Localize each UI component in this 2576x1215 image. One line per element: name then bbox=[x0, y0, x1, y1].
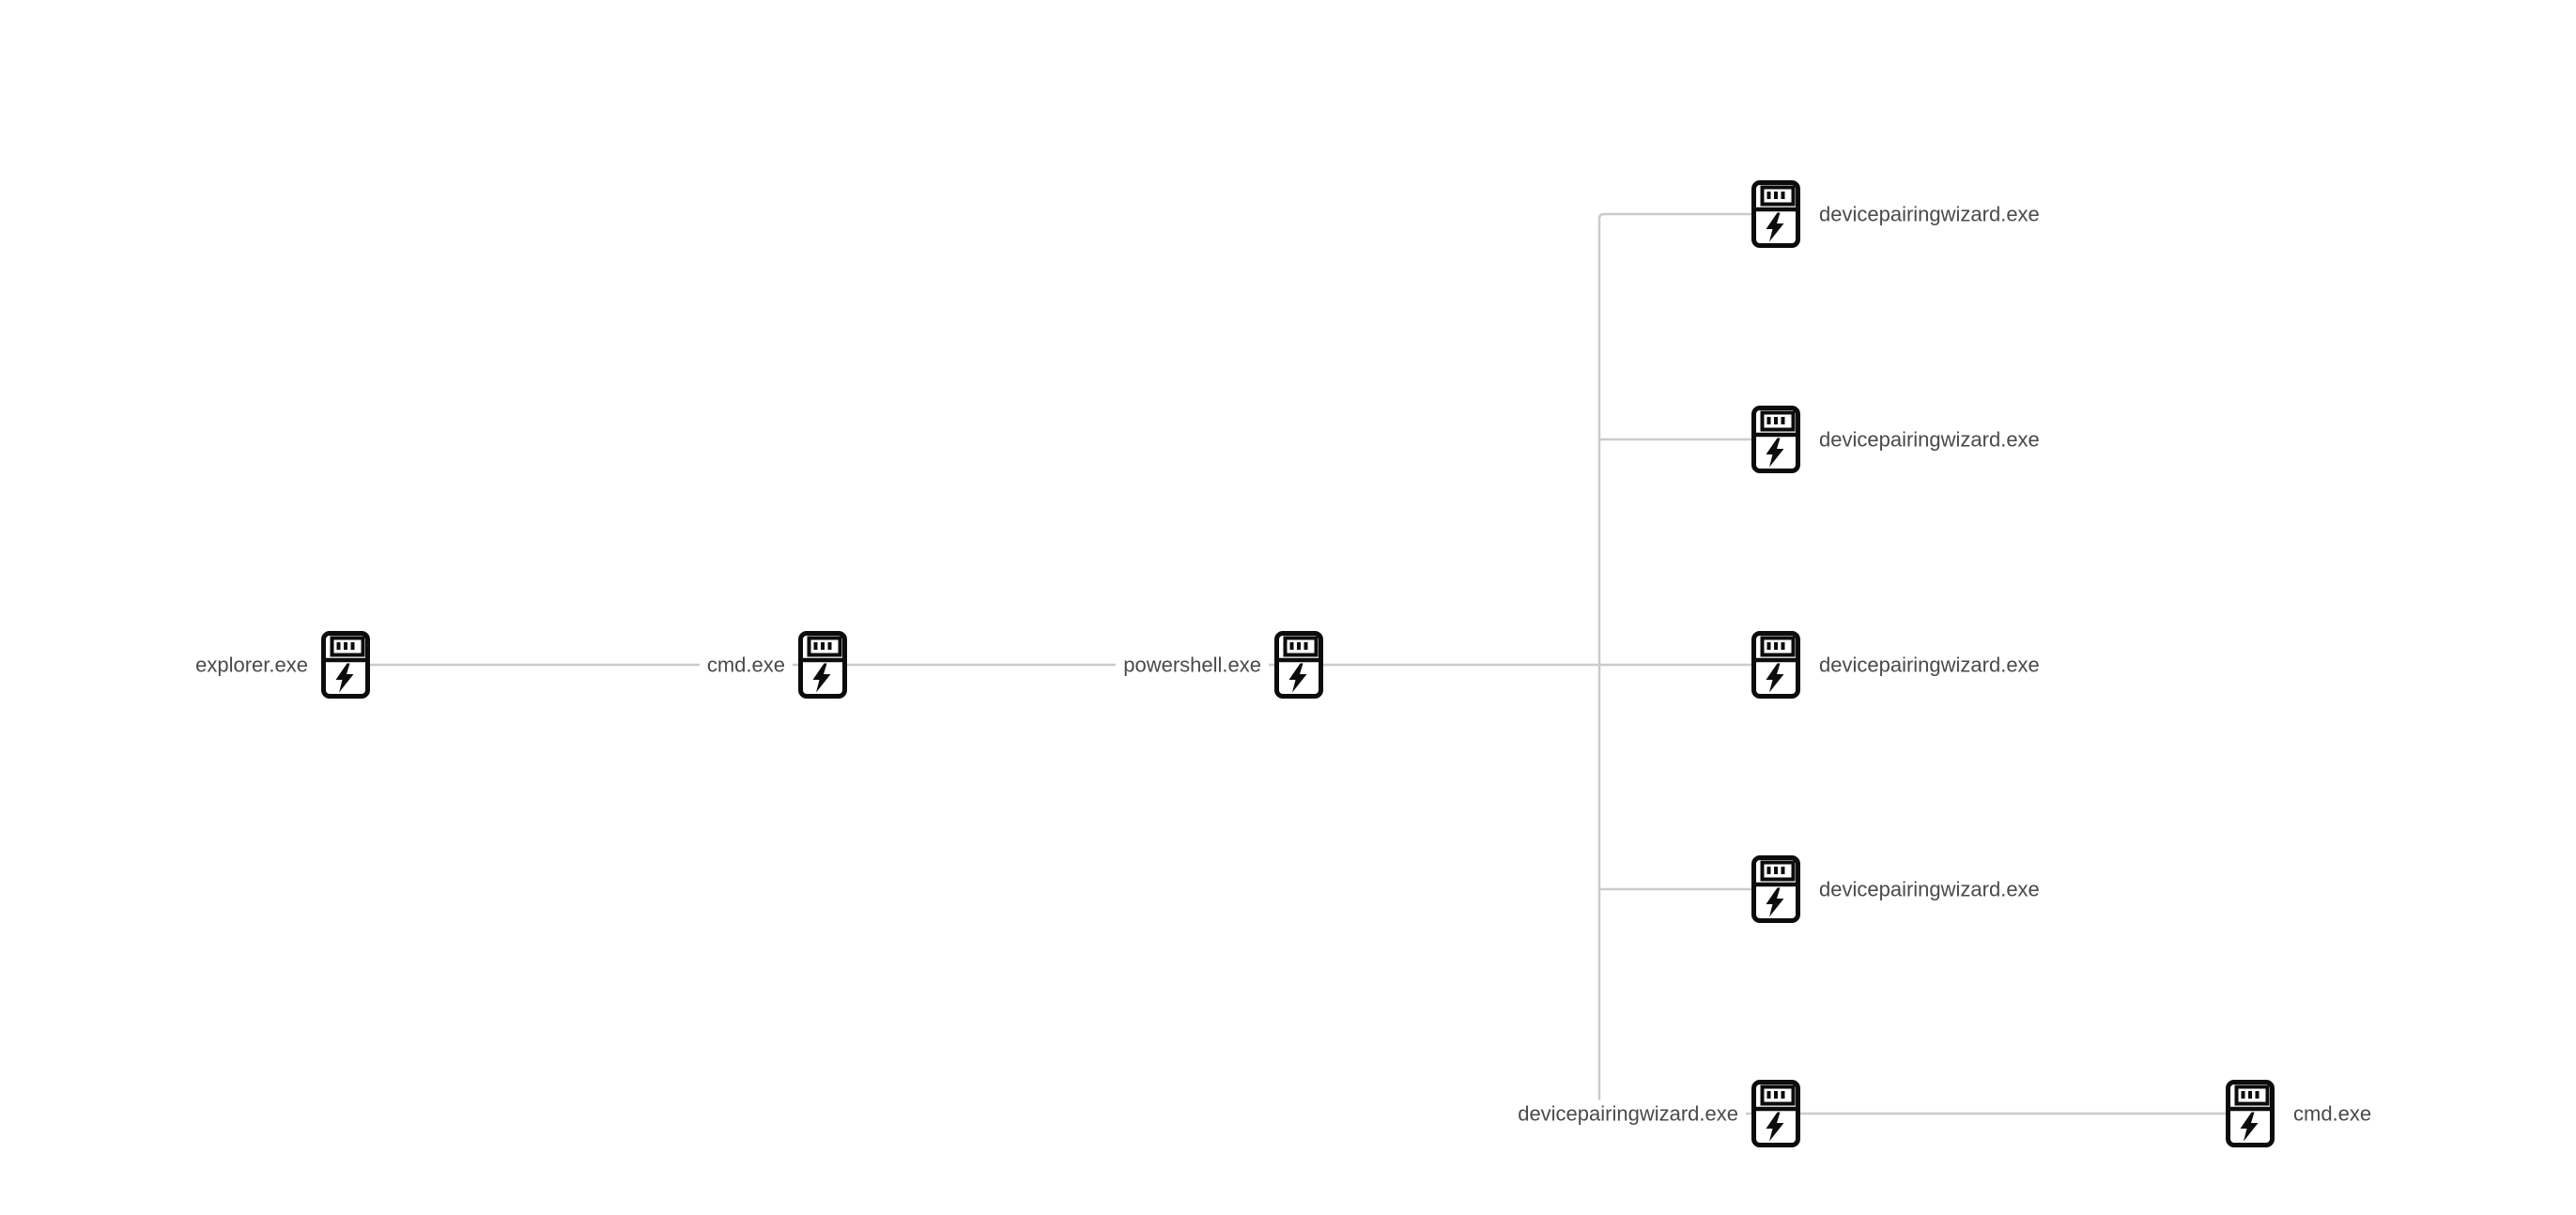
process-lightning-icon[interactable] bbox=[2226, 1080, 2275, 1147]
process-node-devicepairingwizard-5[interactable]: devicepairingwizard.exe bbox=[1510, 1080, 1800, 1147]
process-lightning-icon[interactable] bbox=[1751, 631, 1800, 699]
process-node-cmd-2[interactable]: cmd.exe bbox=[2226, 1080, 2380, 1147]
process-label: explorer.exe bbox=[188, 651, 316, 679]
process-label: devicepairingwizard.exe bbox=[1812, 200, 2047, 228]
process-node-explorer[interactable]: explorer.exe bbox=[188, 631, 370, 699]
process-node-powershell[interactable]: powershell.exe bbox=[1116, 631, 1323, 699]
process-lightning-icon[interactable] bbox=[1751, 180, 1800, 248]
process-lightning-icon[interactable] bbox=[1751, 855, 1800, 923]
process-label: cmd.exe bbox=[2286, 1100, 2380, 1128]
process-lightning-icon[interactable] bbox=[1274, 631, 1323, 699]
process-label: cmd.exe bbox=[699, 651, 793, 679]
process-label: devicepairingwizard.exe bbox=[1812, 425, 2047, 454]
process-label: devicepairingwizard.exe bbox=[1812, 651, 2047, 679]
process-label: powershell.exe bbox=[1116, 651, 1269, 679]
process-lightning-icon[interactable] bbox=[1751, 1080, 1800, 1147]
process-node-cmd-1[interactable]: cmd.exe bbox=[699, 631, 847, 699]
process-lightning-icon[interactable] bbox=[798, 631, 847, 699]
process-label: devicepairingwizard.exe bbox=[1812, 875, 2047, 903]
process-node-devicepairingwizard-1[interactable]: devicepairingwizard.exe bbox=[1751, 180, 2047, 248]
process-lightning-icon[interactable] bbox=[321, 631, 370, 699]
process-node-devicepairingwizard-4[interactable]: devicepairingwizard.exe bbox=[1751, 855, 2047, 923]
process-lightning-icon[interactable] bbox=[1751, 406, 1800, 473]
process-label: devicepairingwizard.exe bbox=[1510, 1100, 1746, 1128]
process-node-devicepairingwizard-3[interactable]: devicepairingwizard.exe bbox=[1751, 631, 2047, 699]
process-node-devicepairingwizard-2[interactable]: devicepairingwizard.exe bbox=[1751, 406, 2047, 473]
